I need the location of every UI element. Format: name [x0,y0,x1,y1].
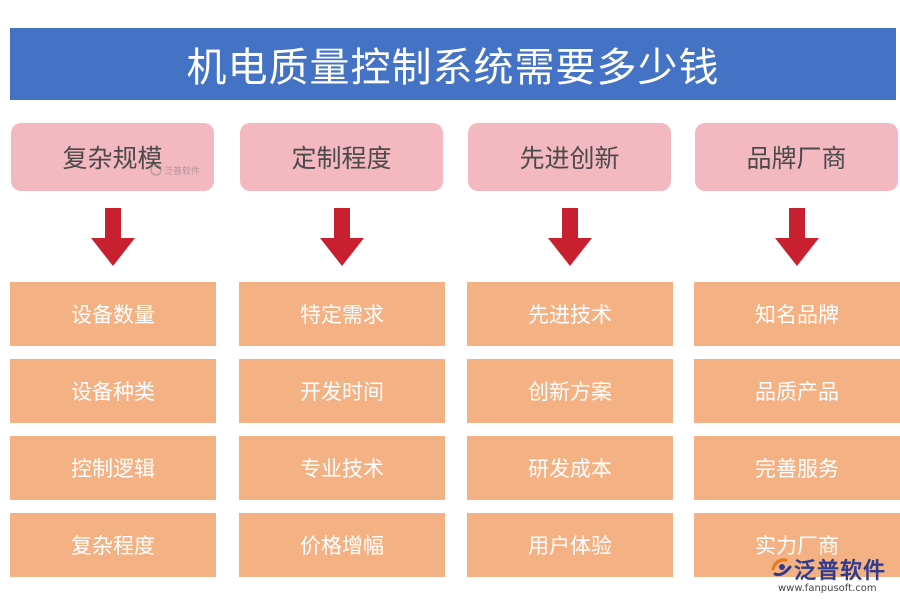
list-item: 知名品牌 [694,282,900,346]
watermark-small: 泛普软件 [150,163,212,177]
list-item: 先进技术 [467,282,673,346]
list-item-label: 复杂程度 [71,534,155,558]
list-item: 创新方案 [467,359,673,423]
column-header-label: 先进创新 [519,144,620,173]
list-item: 复杂程度 [10,513,216,577]
list-item-label: 设备种类 [71,380,155,404]
column-customization: 定制程度 特定需求 开发时间 专业技术 价格增幅 [239,0,445,600]
down-arrow-icon [91,208,135,266]
list-item-label: 完善服务 [755,457,839,481]
page-title: 机电质量控制系统需要多少钱 [186,45,720,91]
list-item-label: 知名品牌 [755,303,839,327]
column-header-label: 复杂规模 [62,144,163,173]
brand-logo: 泛普软件 www.fanpusoft.com [768,553,896,597]
column-brand: 品牌厂商 知名品牌 品质产品 完善服务 实力厂商 [694,0,900,600]
brand-logo-url: www.fanpusoft.com [778,583,877,594]
list-item-label: 用户体验 [528,534,612,558]
list-item-label: 创新方案 [528,380,612,404]
list-item: 完善服务 [694,436,900,500]
column-header-label: 定制程度 [291,144,392,173]
list-item-label: 先进技术 [528,303,612,327]
brand-logo-name: 泛普软件 [794,559,887,584]
down-arrow-icon [548,208,592,266]
list-item: 控制逻辑 [10,436,216,500]
list-item: 开发时间 [239,359,445,423]
list-item-label: 实力厂商 [755,534,839,558]
brand-logo-icon [771,558,792,577]
list-item-label: 特定需求 [300,303,384,327]
column-complexity: 复杂规模 设备数量 设备种类 控制逻辑 复杂程度 [10,0,216,600]
column-header: 定制程度 [240,123,443,191]
list-item: 设备数量 [10,282,216,346]
list-item: 价格增幅 [239,513,445,577]
list-item-label: 开发时间 [300,380,384,404]
column-header: 先进创新 [468,123,671,191]
list-item: 用户体验 [467,513,673,577]
list-item-label: 专业技术 [300,457,384,481]
down-arrow-icon [320,208,364,266]
column-innovation: 先进创新 先进技术 创新方案 研发成本 用户体验 [467,0,673,600]
list-item: 研发成本 [467,436,673,500]
list-item-label: 品质产品 [755,380,839,404]
down-arrow-icon [775,208,819,266]
list-item-label: 研发成本 [528,457,612,481]
column-header-label: 品牌厂商 [746,144,847,173]
list-item: 特定需求 [239,282,445,346]
list-item: 专业技术 [239,436,445,500]
list-item-label: 设备数量 [71,303,155,327]
watermark-small-text: 泛普软件 [164,166,201,177]
list-item: 品质产品 [694,359,900,423]
column-header: 复杂规模 [11,123,214,191]
logo-mark-icon [150,164,162,176]
list-item: 设备种类 [10,359,216,423]
list-item: 实力厂商 [694,513,900,577]
title-banner: 机电质量控制系统需要多少钱 [10,28,896,100]
list-item-label: 价格增幅 [300,534,384,558]
list-item-label: 控制逻辑 [71,457,155,481]
column-header: 品牌厂商 [695,123,898,191]
